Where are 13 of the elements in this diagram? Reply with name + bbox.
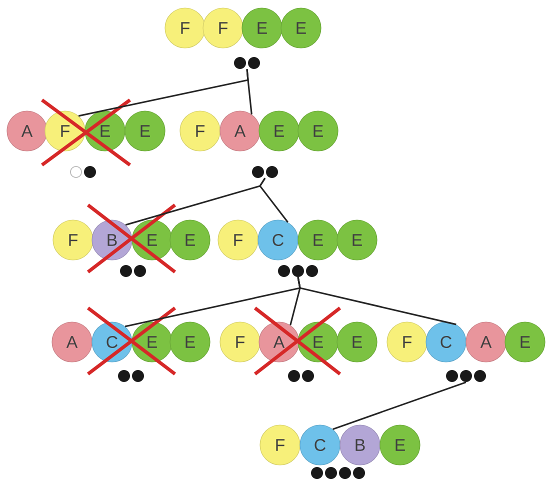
score-dots <box>446 370 486 382</box>
score-dots <box>278 265 318 277</box>
score-dots <box>70 166 96 178</box>
score-dots <box>311 467 365 479</box>
tree-line <box>297 277 456 326</box>
score-dots <box>252 166 278 178</box>
score-dots <box>288 370 314 382</box>
score-dots <box>118 370 144 382</box>
score-dots <box>120 265 146 277</box>
tree-line <box>332 381 466 430</box>
score-dots <box>234 57 260 69</box>
tree-line <box>259 178 288 223</box>
tree-line <box>246 69 252 114</box>
